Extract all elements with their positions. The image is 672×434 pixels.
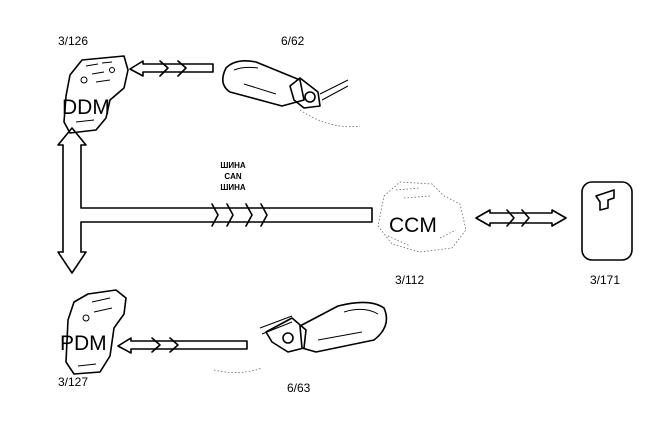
ccm-module: CCM 3/112	[377, 181, 467, 287]
panel-switch-icon	[595, 189, 615, 211]
ddm-mirror-link	[129, 60, 214, 77]
can-bus-label: ШИНА CAN ШИНА	[220, 161, 246, 192]
driver-mirror: 6/62	[222, 34, 361, 127]
ccm-panel-link	[475, 209, 567, 227]
pdm-part-number: 3/127	[58, 375, 88, 389]
bus-label-line1: ШИНА	[220, 161, 246, 170]
can-bus-trunk	[57, 127, 373, 274]
ddm-module: 3/126 DDM	[58, 34, 129, 134]
passenger-mirror: 6/63	[213, 301, 388, 395]
ccm-module-drawing	[377, 181, 467, 253]
ddm-module-drawing	[63, 55, 129, 134]
control-panel-drawing	[581, 181, 633, 261]
bus-label-line3: ШИНА	[220, 183, 246, 192]
pdm-label: PDM	[60, 332, 107, 355]
driver-mirror-part-number: 6/62	[281, 34, 305, 48]
pdm-module: PDM 3/127	[58, 289, 127, 389]
pdm-mirror-link	[117, 337, 248, 354]
control-panel: 3/171	[581, 181, 633, 287]
pdm-module-drawing	[65, 289, 127, 375]
ddm-part-number: 3/126	[58, 34, 88, 48]
driver-mirror-drawing	[222, 60, 305, 107]
panel-part-number: 3/171	[590, 273, 620, 287]
passenger-mirror-part-number: 6/63	[287, 381, 311, 395]
ccm-label: CCM	[389, 214, 437, 237]
ddm-label: DDM	[62, 96, 110, 119]
bus-label-line2: CAN	[224, 172, 242, 181]
ccm-part-number: 3/112	[395, 273, 424, 287]
passenger-mirror-drawing	[299, 301, 388, 353]
